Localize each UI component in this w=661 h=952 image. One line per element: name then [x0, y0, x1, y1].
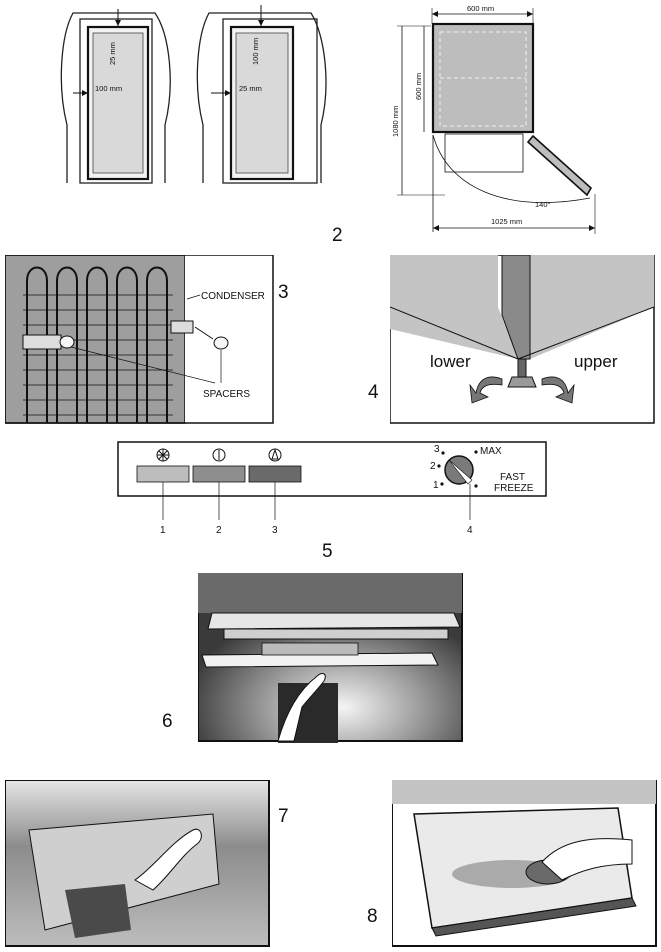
- figure-number-6: 6: [162, 711, 173, 732]
- figure-number-4: 4: [368, 382, 379, 403]
- leveling-foot-diagram: lower upper: [390, 255, 655, 424]
- lower-label: lower: [430, 352, 471, 371]
- niche-frame-right: [222, 18, 318, 184]
- hand: [277, 673, 326, 742]
- indicator-number-3: 3: [272, 525, 278, 536]
- side-gap-label-left: 100 mm: [95, 84, 122, 93]
- thermometer-warning-icon: [268, 448, 282, 462]
- condenser-diagram: CONDENSER SPACERS: [5, 255, 274, 424]
- dimensions-diagram: 600 mm 600 mm 1080 mm 140° 1025 mm: [391, 4, 596, 234]
- indicator-light-3: [248, 465, 302, 483]
- figure-number-8: 8: [367, 906, 378, 927]
- drawer-illustration: [5, 780, 270, 947]
- figure-number-5: 5: [322, 541, 333, 562]
- hand: [134, 828, 202, 891]
- foot-nut: [507, 376, 537, 388]
- power-icon: [212, 448, 226, 462]
- open-door: [526, 134, 593, 197]
- upper-label: upper: [574, 352, 618, 371]
- knob-mark-2: 2: [430, 461, 436, 472]
- figure-number-7: 7: [278, 806, 289, 827]
- door-angle-label: 140°: [535, 200, 551, 209]
- depth-label: 600 mm: [414, 73, 423, 100]
- indicator-number-2: 2: [216, 525, 222, 536]
- control-panel: 3 2 1 MAX FAST FREEZE 1 2 3 4: [117, 441, 547, 536]
- hand: [541, 838, 633, 881]
- indicator-light-2: [192, 465, 246, 483]
- spacers-label: SPACERS: [203, 389, 250, 400]
- lower-arrow: [469, 376, 503, 404]
- freeze-label: FREEZE: [494, 483, 534, 494]
- width-label: 600 mm: [467, 4, 494, 13]
- knob-mark-1: 1: [433, 480, 439, 491]
- clearance-diagram: 25 mm 100 mm 100 mm 25 mm: [60, 5, 327, 184]
- top-gap-label-right: 100 mm: [251, 38, 260, 65]
- spacer-left: [22, 334, 62, 350]
- knob-mark-3: 3: [434, 444, 440, 455]
- height-label: 1080 mm: [391, 106, 400, 137]
- condenser-coil: [26, 266, 168, 423]
- niche-frame-left: [79, 18, 153, 184]
- max-label: MAX: [480, 446, 502, 457]
- side-gap-label-right: 25 mm: [239, 84, 262, 93]
- figure-number-2: 2: [332, 225, 343, 246]
- upper-arrow: [541, 376, 575, 404]
- niche-outline-left: [60, 12, 171, 183]
- fast-label: FAST: [500, 472, 525, 483]
- door-width-label: 1025 mm: [491, 217, 522, 226]
- spacer-right: [170, 320, 194, 334]
- figure-number-3: 3: [278, 282, 289, 303]
- snowflake-icon: [156, 448, 170, 462]
- ice-tray-illustration: [198, 573, 463, 743]
- condenser-label: CONDENSER: [201, 291, 265, 302]
- niche-outline-right: [196, 12, 327, 183]
- knob-number: 4: [467, 525, 473, 536]
- indicator-number-1: 1: [160, 525, 166, 536]
- cleaning-illustration: [392, 780, 657, 947]
- top-gap-label-left: 25 mm: [108, 42, 117, 65]
- indicator-light-1: [136, 465, 190, 483]
